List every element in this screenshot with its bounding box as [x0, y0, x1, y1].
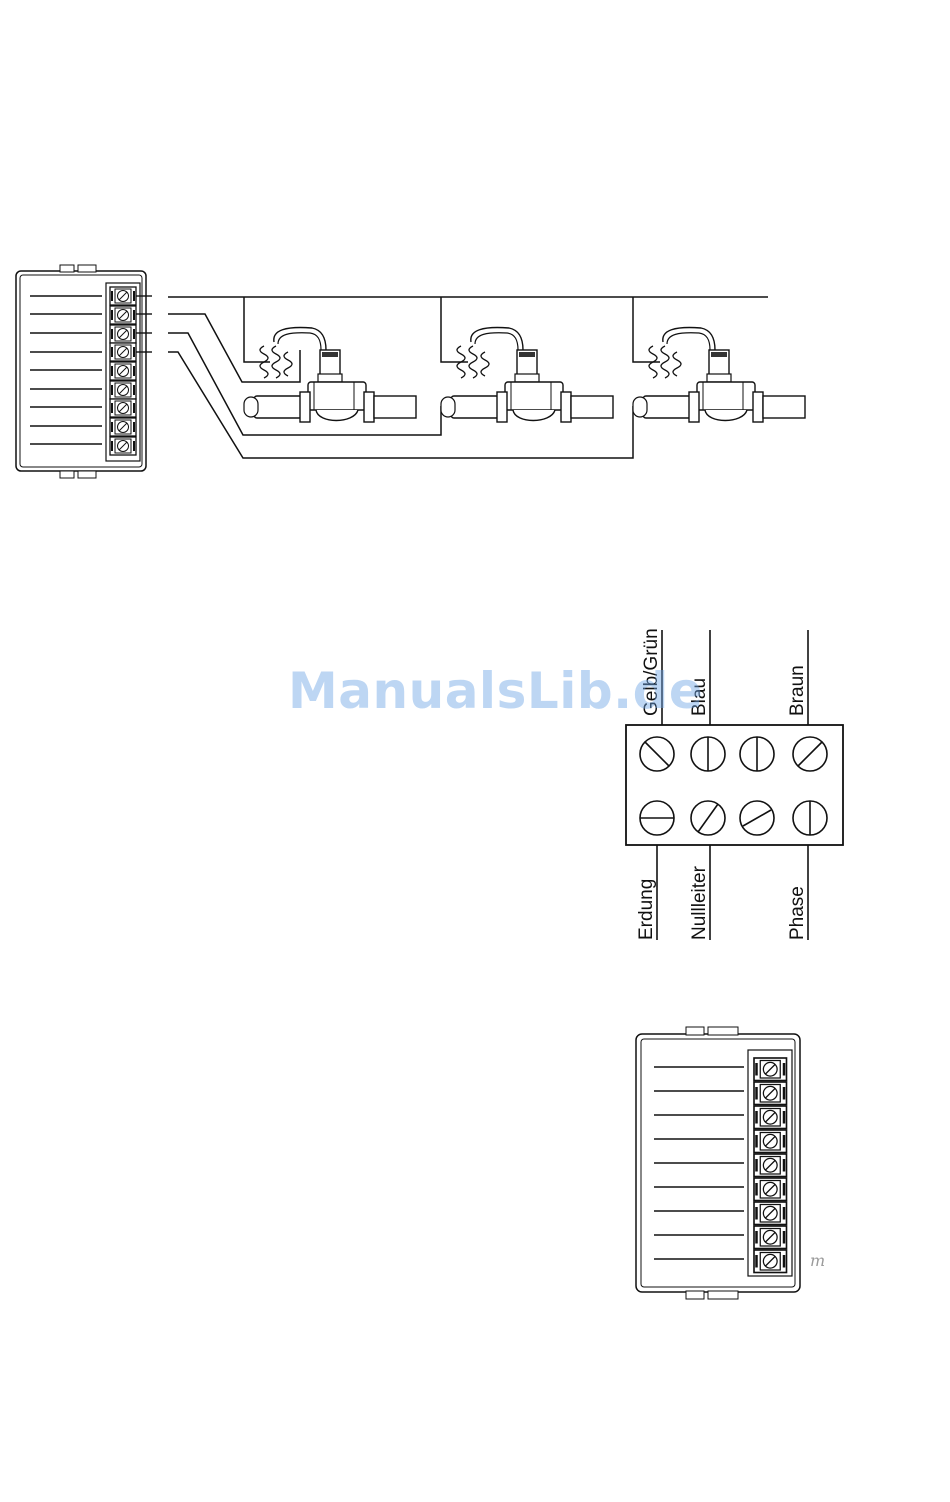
field-wires [168, 297, 768, 458]
label-phase: Phase [787, 886, 808, 940]
controller-module [16, 265, 152, 478]
label-nullleiter: Nullleiter [689, 865, 710, 940]
controller-module-2: m [636, 1027, 825, 1299]
wiring-diagram-valves [16, 265, 805, 478]
valve-2 [441, 328, 613, 422]
watermark: ManualsLib.de [288, 662, 703, 720]
valve-3 [633, 328, 805, 422]
label-braun: Braun [787, 665, 808, 716]
label-erdung: Erdung [636, 879, 657, 940]
corner-mark: m [810, 1251, 825, 1270]
valve-1 [244, 328, 416, 422]
